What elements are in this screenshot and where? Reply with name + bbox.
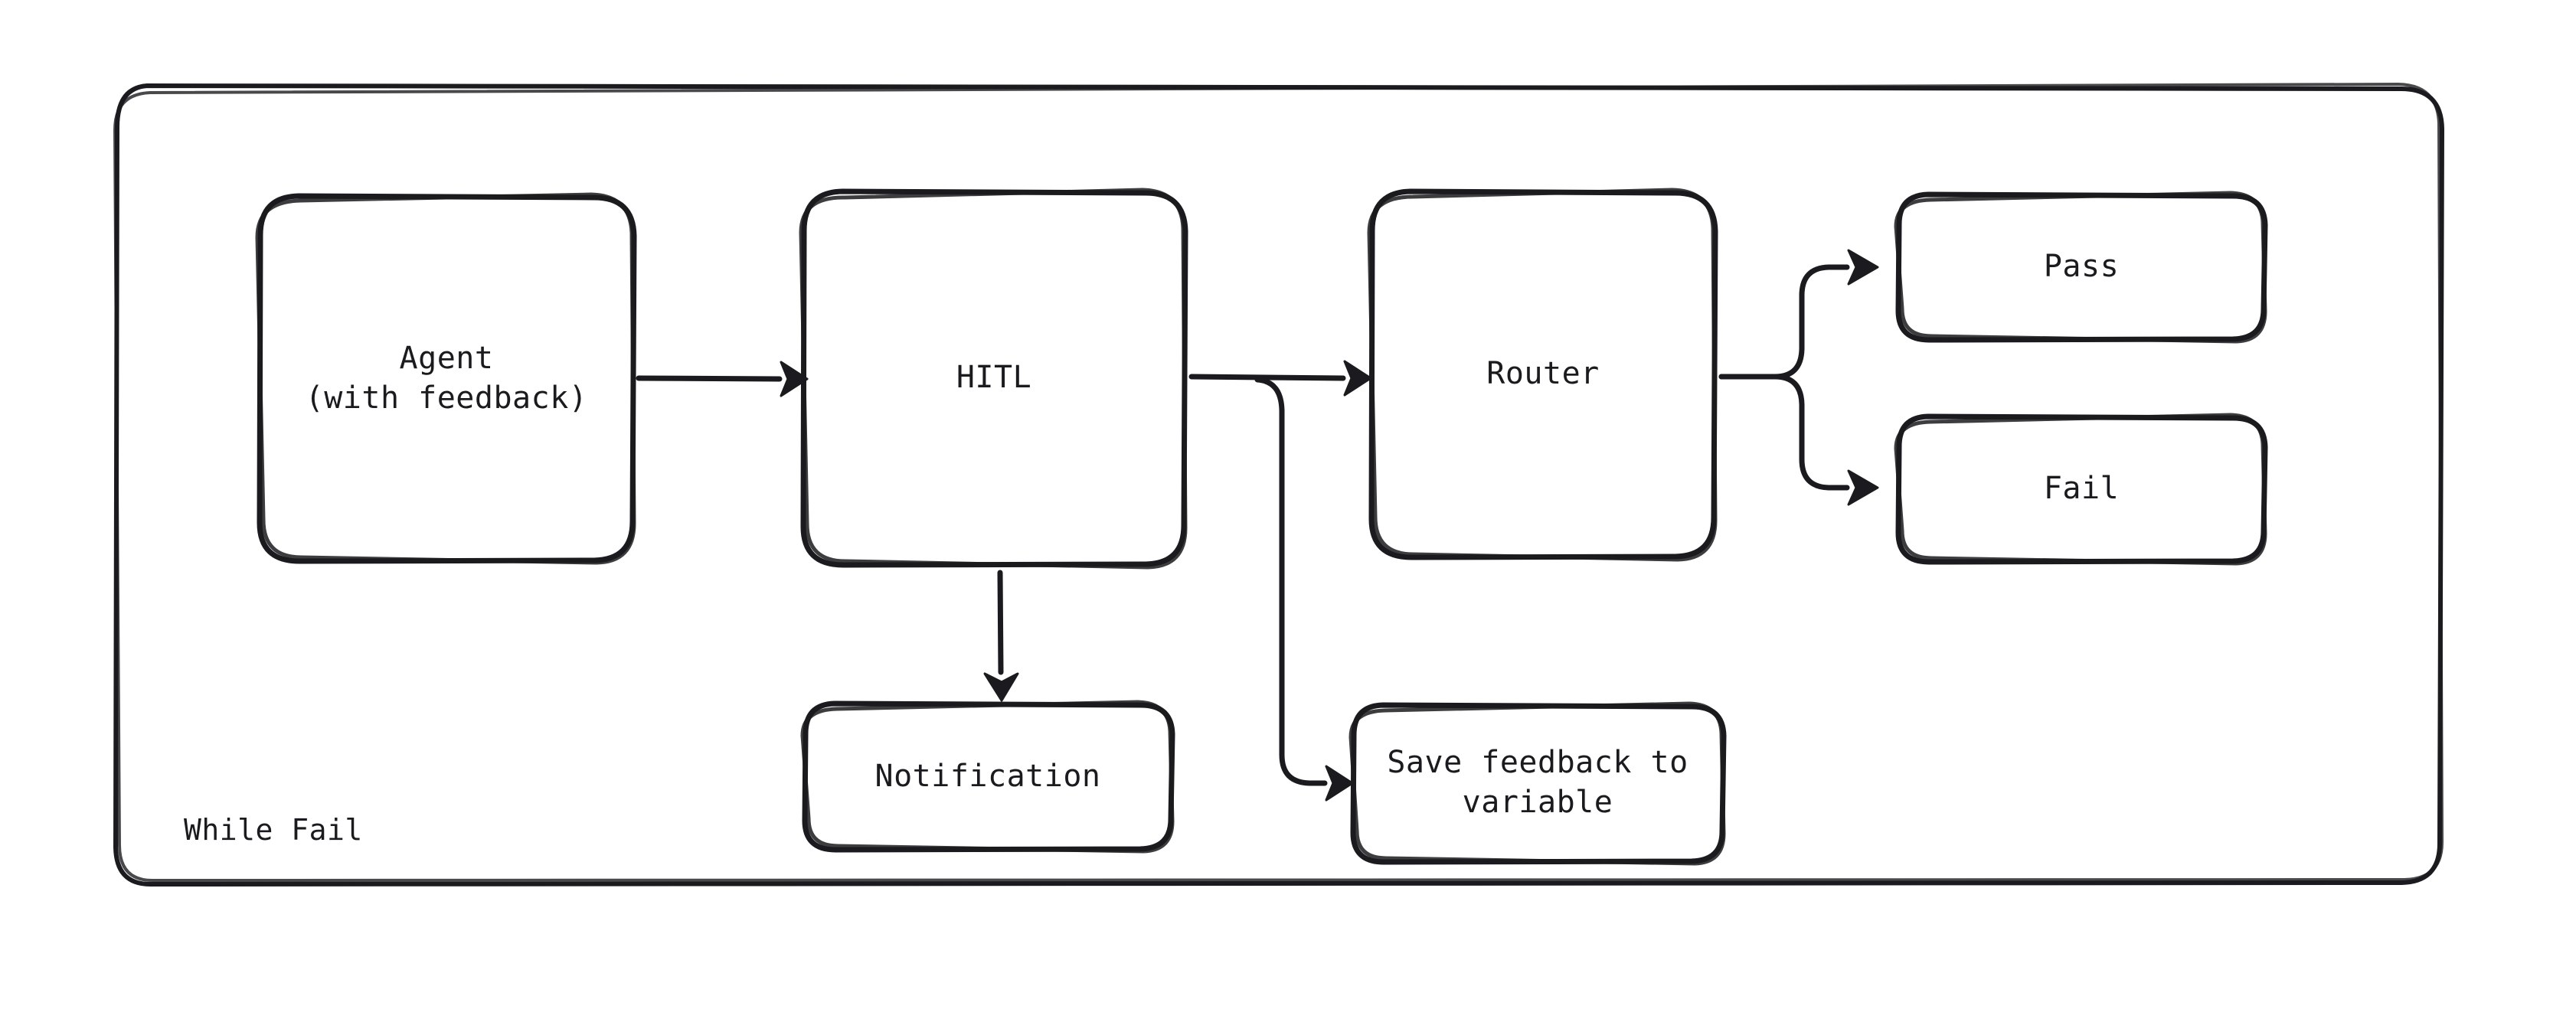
- notification-node[interactable]: [804, 703, 1172, 850]
- save-feedback-node-shape[interactable]: [1348, 701, 1727, 866]
- fail-node[interactable]: [1898, 416, 2265, 561]
- edge-router-to-pass: [1718, 249, 1879, 380]
- agent-node[interactable]: [259, 195, 634, 561]
- edge-hitl-to-router: [1188, 360, 1372, 397]
- save-feedback-node[interactable]: [1352, 704, 1723, 860]
- edge-hitl-to-notification: [983, 570, 1019, 702]
- while-fail-group-frame: [113, 83, 2444, 887]
- hitl-node-shape[interactable]: [799, 188, 1188, 570]
- agent-node-shape[interactable]: [255, 192, 637, 565]
- edge-hitl-to-save: [1254, 377, 1354, 802]
- notification-node-shape[interactable]: [800, 700, 1175, 854]
- router-node[interactable]: [1371, 190, 1715, 557]
- hitl-node[interactable]: [803, 190, 1185, 565]
- pass-node-shape[interactable]: [1894, 191, 2268, 344]
- fail-node-shape[interactable]: [1894, 413, 2268, 566]
- edge-agent-to-hitl: [636, 361, 809, 397]
- pass-node[interactable]: [1898, 194, 2265, 339]
- edge-router-to-fail: [1718, 374, 1879, 506]
- router-node-shape[interactable]: [1367, 188, 1718, 562]
- while-fail-group-label: While Fail: [184, 813, 363, 847]
